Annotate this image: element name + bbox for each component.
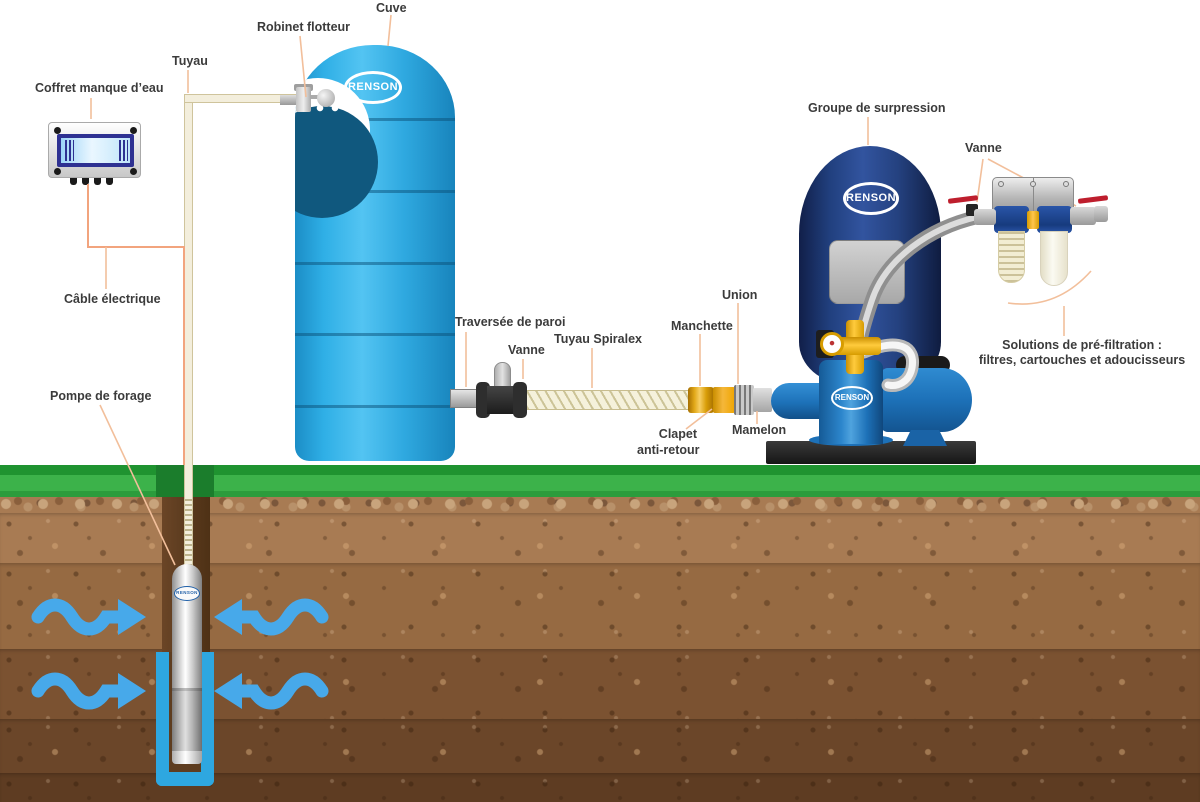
shutoff-valve xyxy=(487,386,517,414)
filter-valve-right-handle xyxy=(1077,195,1109,204)
check-valve-fitting xyxy=(713,387,735,413)
label-manchette: Manchette xyxy=(671,319,733,333)
label-clapet-anti-retour: Clapet anti-retour xyxy=(637,427,700,457)
leader-cuve xyxy=(387,14,392,47)
topsoil-pebble-band xyxy=(0,497,1200,513)
filter-valve-left-handle xyxy=(947,195,979,204)
float-valve-arm xyxy=(310,95,320,99)
filter-head-right xyxy=(1037,206,1072,233)
label-mamelon: Mamelon xyxy=(732,423,787,437)
valve-flange-right xyxy=(513,382,527,418)
pressure-gauge xyxy=(820,332,844,356)
sleeve-fitting xyxy=(688,387,714,413)
renson-logo-borehole-pump: RENSON xyxy=(174,586,200,601)
label-pompe-de-forage: Pompe de forage xyxy=(50,389,152,403)
label-robinet-flotteur: Robinet flotteur xyxy=(257,20,351,34)
electric-cable xyxy=(87,184,185,465)
filter-head-left xyxy=(994,206,1029,233)
leader-vanne-droite-1 xyxy=(976,158,984,203)
filter-valve-left xyxy=(974,209,996,225)
label-groupe-de-surpression: Groupe de surpression xyxy=(808,101,946,115)
filter-cartridge-left xyxy=(998,231,1025,283)
filter-housing-right xyxy=(1040,231,1068,286)
label-solutions-pre-filtration: Solutions de pré-filtration : filtres, c… xyxy=(978,338,1186,367)
float-valve-inlet xyxy=(280,95,298,105)
label-union: Union xyxy=(722,288,758,302)
label-tuyau: Tuyau xyxy=(172,54,208,68)
label-cable-electrique: Câble électrique xyxy=(64,292,161,306)
renson-logo-pressure-tank: RENSON xyxy=(843,182,899,215)
nipple-fitting xyxy=(753,388,772,412)
motor-foot xyxy=(903,430,947,446)
filter-gold-connector xyxy=(1027,211,1039,229)
label-traversee-de-paroi: Traversée de paroi xyxy=(455,315,566,329)
label-vanne-gauche: Vanne xyxy=(508,343,545,357)
pump-base-platform xyxy=(766,441,976,464)
filter-valve-right xyxy=(1070,207,1096,225)
pressure-tank-label-window xyxy=(829,240,905,304)
filter-valve-right-knob xyxy=(1094,206,1108,222)
label-vanne-droite: Vanne xyxy=(965,141,1002,155)
valve-flange-left xyxy=(476,382,490,418)
drop-pipe-braid xyxy=(185,497,192,566)
label-tuyau-spiralex: Tuyau Spiralex xyxy=(554,332,642,346)
float-valve-body xyxy=(296,87,311,112)
renson-logo-booster-pump: RENSON xyxy=(831,386,873,410)
spiralex-pipe xyxy=(526,390,689,410)
renson-logo-tank: RENSON xyxy=(344,71,402,104)
label-cuve: Cuve xyxy=(376,1,407,15)
drop-pipe xyxy=(184,94,193,566)
water-wave-icon xyxy=(299,103,357,113)
booster-pump-motor xyxy=(880,368,972,432)
label-coffret: Coffret manque d’eau xyxy=(35,81,164,95)
union-fitting xyxy=(734,385,754,415)
storage-tank: RENSON xyxy=(295,45,455,461)
borehole-pump: RENSON xyxy=(172,564,202,764)
water-shortage-control-box xyxy=(48,122,141,185)
float-ball xyxy=(317,89,335,107)
